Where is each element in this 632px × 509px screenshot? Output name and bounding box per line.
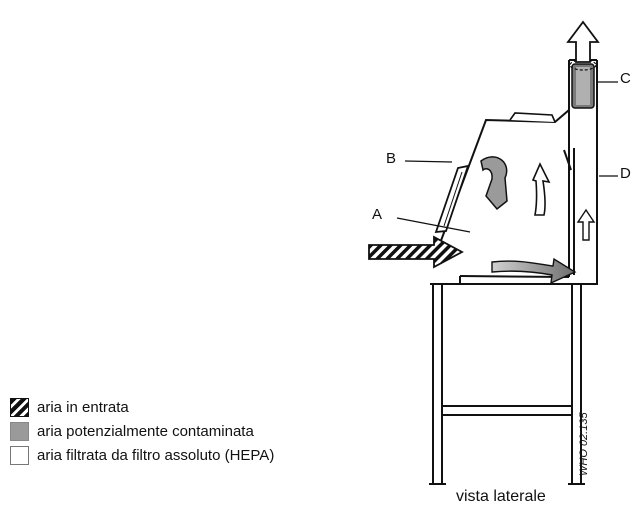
legend-label: aria filtrata da filtro assoluto (HEPA) [37,446,275,464]
caption-side-view: vista laterale [456,488,546,505]
white-swatch-icon [10,445,29,465]
exhaust-filter-c [569,59,597,109]
legend-item-contaminated: aria potenzialmente contaminata [10,419,274,443]
filtered-air-arrow-up [531,162,551,216]
exhaust-air-arrow [566,20,600,63]
legend-item-inflow: aria in entrata [10,395,274,419]
legend-label: aria potenzialmente contaminata [37,422,254,440]
legend: aria in entrata aria potenzialmente cont… [10,395,274,467]
figure-code: WHO 02.135 [578,412,590,476]
hatched-swatch-icon [10,397,29,417]
legend-label: aria in entrata [37,398,129,416]
legend-item-filtered: aria filtrata da filtro assoluto (HEPA) [10,443,274,467]
stand [429,285,585,485]
label-d: D [620,165,631,182]
label-b: B [386,150,397,167]
rear-panel-d [563,149,572,171]
contaminated-air-arrow-across [491,257,577,285]
leader-lines [396,81,618,233]
inflow-air-arrow [368,235,464,269]
label-a: A [372,206,383,223]
filtered-air-arrow-rear [576,208,596,241]
grey-swatch-icon [10,421,29,441]
front-sash-window-b [434,164,470,234]
contaminated-air-arrow-down [480,156,508,211]
label-c: C [620,70,631,87]
top-light-fixture [509,112,556,123]
